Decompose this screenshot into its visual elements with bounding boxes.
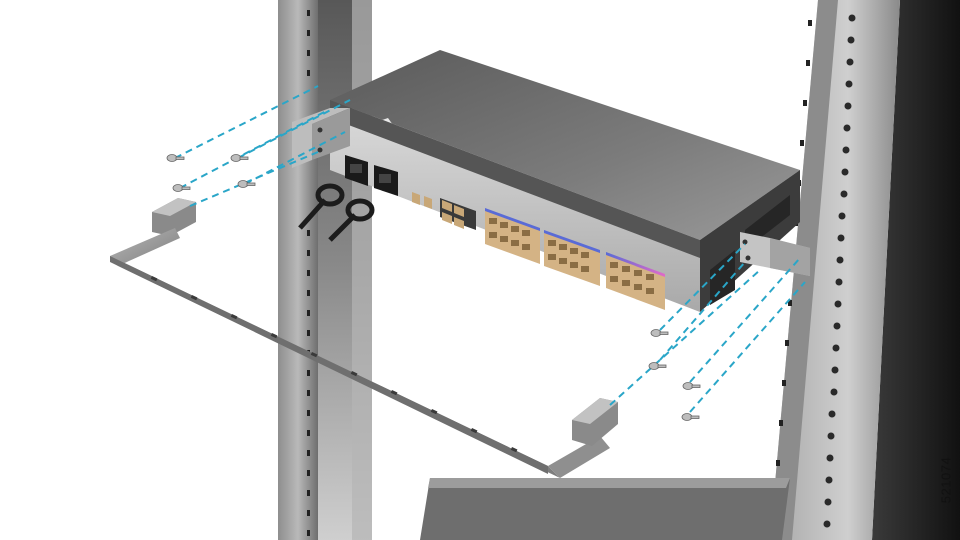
left-rack-post [278, 0, 318, 540]
chassis-top-panel [330, 50, 800, 240]
cable-tie-2 [328, 198, 375, 242]
right-post-mount-holes [823, 14, 856, 528]
sfp-port-group-3 [606, 252, 665, 310]
screw-right-4 [681, 413, 700, 421]
screw-right-3 [682, 382, 701, 390]
figure-id-text: 521074 [938, 456, 954, 504]
cable-tie-1 [298, 183, 345, 230]
sfp-port-group-1 [485, 208, 540, 264]
screw-left-1 [166, 154, 185, 162]
rack-base-plate [420, 478, 790, 540]
right-rack-post-shadow [872, 0, 960, 540]
sfp-port-group-2 [544, 230, 600, 286]
left-ear-hole-2 [317, 147, 323, 153]
bracket-slots [150, 276, 518, 453]
screw-left-3 [172, 184, 191, 192]
chassis-left-side [330, 100, 700, 260]
alignment-guide-lines [174, 85, 806, 413]
screw-right-2 [648, 362, 667, 370]
bracket-left-arm [110, 228, 180, 266]
bracket-right-arm [548, 436, 610, 478]
screw-left-2 [230, 154, 249, 162]
rj45-port-block [442, 200, 464, 229]
management-ports [412, 192, 432, 209]
right-ear-hole-1 [742, 239, 748, 245]
figure-id-label: 521074 [936, 450, 956, 510]
cable-management-bracket [110, 198, 618, 478]
screws [166, 154, 701, 421]
switch-chassis: cisco [292, 50, 810, 312]
screw-right-1 [650, 329, 669, 337]
left-ear-hole-1 [317, 127, 323, 133]
right-ear-hole-2 [745, 255, 751, 261]
screw-left-4 [237, 180, 256, 188]
power-inlet-2 [374, 165, 398, 196]
power-inlet-1 [345, 155, 368, 186]
